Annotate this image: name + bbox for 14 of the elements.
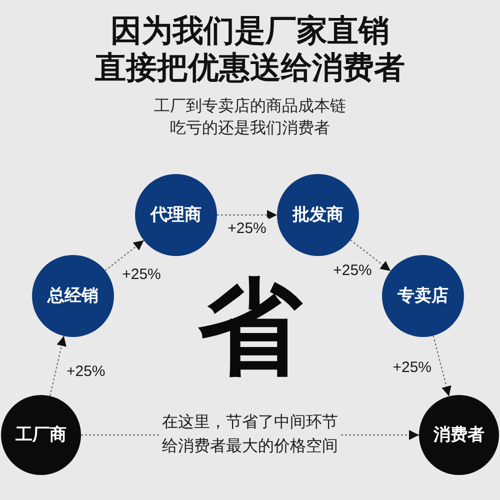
node-label: 总经销 [48, 285, 98, 307]
title: 因为我们是厂家直销直接把优惠送给消费者 [94, 12, 406, 86]
large-character: 省 [198, 276, 302, 380]
node-label: 消费者 [434, 424, 484, 446]
node-label: 代理商 [150, 204, 202, 226]
subtitle: 工厂到专卖店的商品成本链吃亏的还是我们消费者 [153, 96, 347, 139]
node-label: 工厂商 [16, 424, 66, 446]
arrow [432, 336, 452, 396]
node-label: 批发商 [292, 204, 344, 226]
arrow [104, 240, 144, 272]
arrow [49, 336, 66, 396]
arrow [350, 240, 391, 272]
arrow [217, 210, 277, 220]
node-label: 专卖店 [398, 285, 448, 307]
